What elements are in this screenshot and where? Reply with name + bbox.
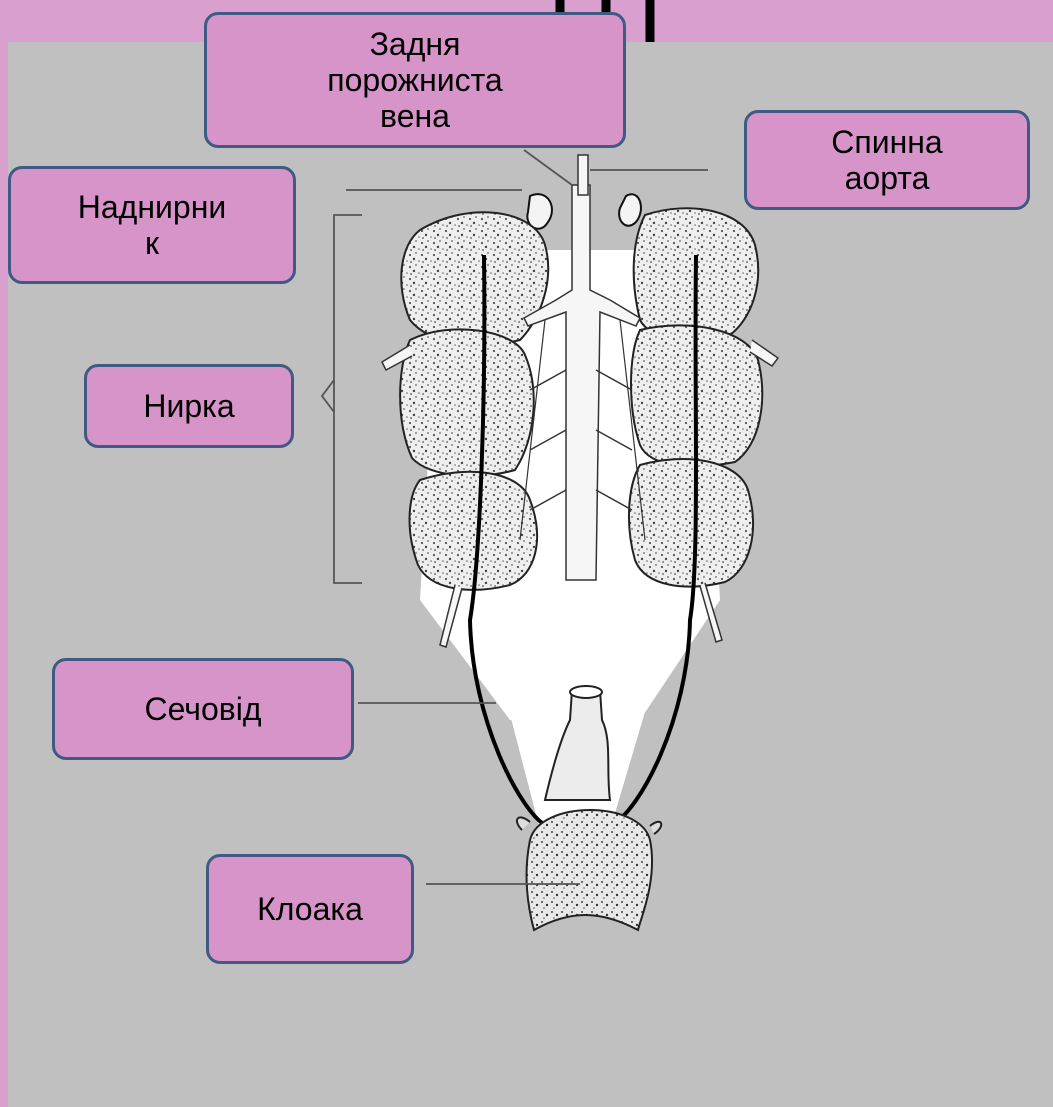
adrenal-gland-right: [619, 194, 641, 225]
kidney-left-lower: [410, 472, 538, 590]
label-ureter: Сечовід: [52, 658, 354, 760]
kidney-right-lower: [629, 459, 753, 587]
kidney-bracket: [322, 215, 362, 583]
label-cloaca: Клоака: [206, 854, 414, 964]
label-kidney: Нирка: [84, 364, 294, 448]
bladder-opening: [570, 686, 602, 698]
cloaca-body: [527, 810, 653, 930]
dorsal-aorta: [578, 155, 588, 195]
cloaca-rim-right: [650, 822, 661, 834]
label-dorsal-aorta: Спинна аорта: [744, 110, 1030, 210]
kidney-left-middle: [400, 329, 534, 476]
leader-vena-cava: [524, 150, 572, 185]
kidney-left-upper: [401, 212, 548, 345]
cloaca-rim-left: [517, 817, 530, 830]
adrenal-gland-left: [527, 194, 552, 229]
label-adrenal: Наднирни к: [8, 166, 296, 284]
label-vena-cava: Задня порожниста вена: [204, 12, 626, 148]
